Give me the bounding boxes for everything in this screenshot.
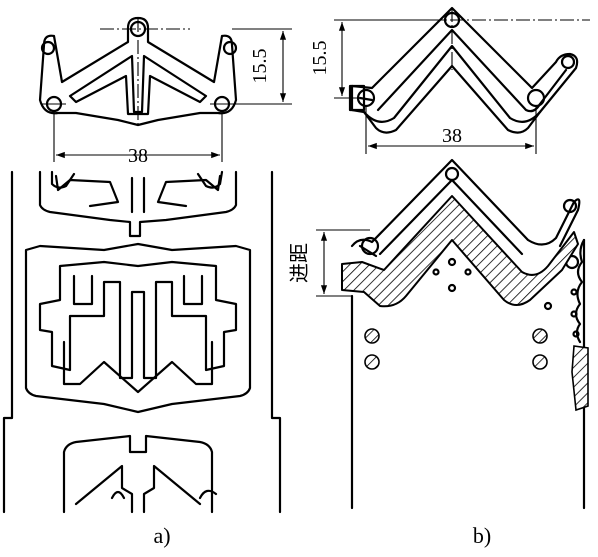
strip-b [341,158,589,510]
strip-a-scrap-top [38,170,238,238]
part-b-outline-outer [350,6,579,123]
hole-right-strip-b [562,198,578,214]
dimension-pitch-b: 进距 [288,229,370,297]
strip-a-border [2,170,282,514]
strip-a-middle-zigzag [62,274,214,394]
hole-right-b [526,88,546,108]
dim-text-15-5-b: 15.5 [309,41,331,76]
dim-text-38-a: 38 [128,145,148,167]
pilot-hole-left-2 [364,354,380,370]
hole-upper-right-b [560,54,576,70]
strip-b-part-outline [350,158,581,248]
strip-a-middle-inner [38,260,238,380]
dim-text-38-b: 38 [442,125,462,147]
hole-top-a [129,20,147,38]
hole-upper-right-a [222,40,238,56]
hole-top-strip-b [444,166,460,182]
panel-a: 38 15.5 a) [2,16,292,548]
strip-a-scrap-top-hook [50,170,224,189]
small-hole-7 [570,310,578,318]
small-hole-3 [432,268,440,276]
small-hole-4 [464,268,472,276]
dimension-38-a: 38 [53,112,223,167]
caption-b: b) [473,523,491,548]
strip-a-scrap-top-inner [54,174,222,214]
hole-left-strip-b [360,236,380,256]
part-a-inner-cut [68,54,208,116]
dim-text-pitch: 进距 [288,243,311,283]
dimension-15-5-b: 15.5 [309,19,446,99]
small-hole-1 [447,257,457,267]
pilot-hole-right-2 [532,354,548,370]
strip-a-scrap-bottom [62,434,214,514]
pilot-hole-left-1 [364,328,380,344]
small-hole-8 [572,330,580,338]
strip-b-hatched-part [341,195,579,308]
part-b-lower-edge [362,64,542,134]
strip-a-scrap-bottom-inner [74,464,218,514]
part-a-outline [38,16,238,127]
panel-b: 15.5 38 [288,6,590,548]
part-a-drawing [38,16,238,127]
hole-upper-left-a [40,40,56,56]
small-hole-2 [447,283,457,293]
small-hole-6 [570,288,578,296]
pilot-hole-right-1 [532,328,548,344]
small-hole-5 [543,301,553,311]
dim-text-15-5-a: 15.5 [249,49,271,84]
strip-a [2,170,282,514]
strip-b-right-hatch [571,345,589,412]
strip-a-middle-outer [24,242,252,414]
caption-a: a) [153,523,170,548]
dimension-15-5-a: 15.5 [232,28,292,105]
dimension-38-b: 38 [365,106,537,154]
part-b-drawing [348,6,590,134]
